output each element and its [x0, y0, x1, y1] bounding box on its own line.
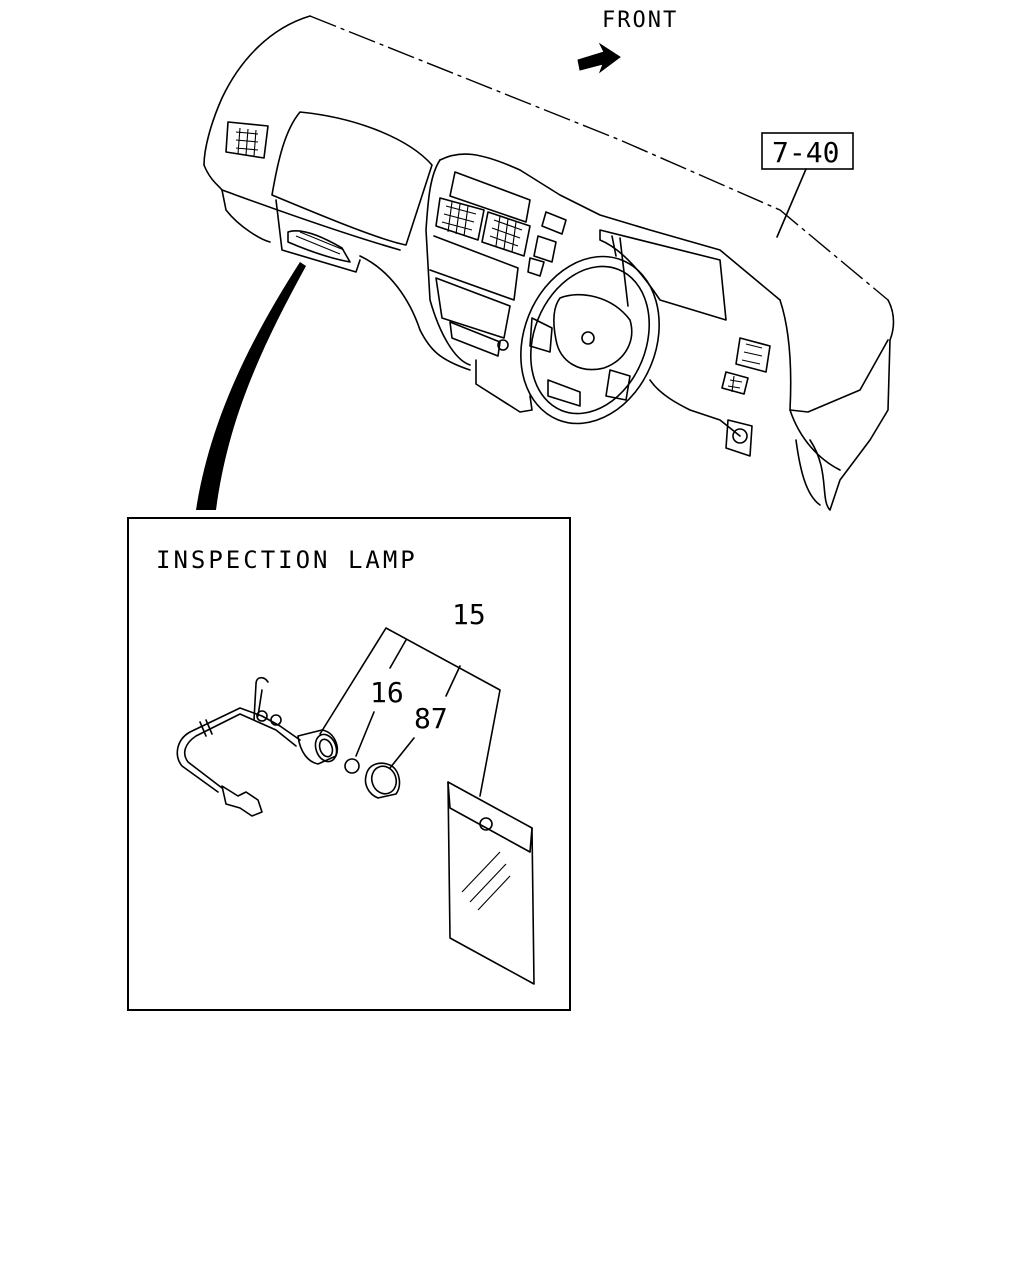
callout-bracket [319, 627, 501, 797]
lamp-housing [297, 729, 338, 765]
lamp-cord [176, 676, 301, 817]
detail-leader [196, 262, 306, 510]
reference-leader [776, 168, 807, 238]
inset-title: INSPECTION LAMP [156, 546, 418, 574]
storage-bag [447, 781, 535, 985]
front-arrow-icon [577, 42, 621, 74]
left-vent [225, 121, 269, 159]
callout-87[interactable]: 87 [414, 702, 448, 735]
callout-15[interactable]: 15 [452, 598, 486, 631]
socket-87 [364, 762, 401, 799]
callout-16[interactable]: 16 [370, 676, 404, 709]
right-vent [721, 337, 771, 395]
steering-wheel [520, 255, 660, 425]
instrument-panel [203, 15, 895, 511]
inspection-lamp-inset: INSPECTION LAMP 15 16 87 [127, 517, 571, 1011]
front-label: FRONT [602, 8, 678, 33]
lamp-location [287, 230, 351, 263]
reference-label: 7-40 [772, 136, 839, 169]
reference-box[interactable]: 7-40 [761, 132, 854, 170]
bulb-16 [344, 758, 360, 774]
center-vent-right [481, 211, 531, 257]
center-vent-left [435, 197, 485, 241]
